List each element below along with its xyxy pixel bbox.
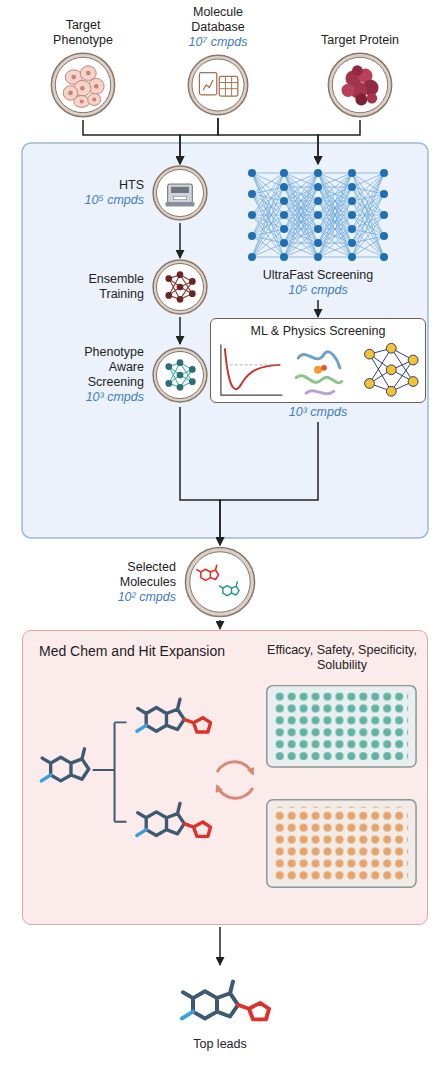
cycle-arrows bbox=[217, 762, 253, 798]
flow-arrow bbox=[218, 118, 318, 164]
node-label: HTS bbox=[64, 178, 144, 193]
compound-count: 10⁷ cmpds bbox=[178, 35, 258, 50]
label-group: Ensemble Training bbox=[64, 272, 144, 302]
node-label: Top leads bbox=[170, 1037, 270, 1052]
ultrafast-network: UltraFast Screening10⁵ cmpds bbox=[238, 165, 398, 265]
flow-arrow bbox=[83, 120, 180, 164]
small-network-icon bbox=[365, 343, 419, 396]
phenotype-network-icon bbox=[165, 359, 195, 390]
branch-bracket bbox=[93, 722, 127, 821]
node-label: ML & Physics Screening bbox=[211, 324, 425, 339]
well-plate bbox=[267, 800, 416, 887]
flow-arrow bbox=[180, 407, 220, 545]
flow-arrow bbox=[179, 223, 181, 258]
selected-circle-outline bbox=[184, 546, 256, 618]
phenotype-circle: Target Phenotype bbox=[50, 52, 116, 118]
flow-arrow bbox=[220, 422, 318, 545]
node-label: Efficacy, Safety, Specificity, Solubilit… bbox=[267, 643, 417, 673]
database-circle: Molecule Database10⁷ cmpds bbox=[187, 54, 249, 116]
hts-circle: HTS10⁵ cmpds bbox=[152, 165, 208, 221]
label-group: ML & Physics Screening bbox=[211, 324, 425, 339]
compound-count: 10² cmpds bbox=[96, 590, 176, 605]
label-group: UltraFast Screening10⁵ cmpds bbox=[243, 268, 393, 298]
screening-panel bbox=[22, 143, 428, 538]
label-group: HTS10⁵ cmpds bbox=[64, 178, 144, 208]
compound-count: 10³ cmpds bbox=[64, 390, 144, 405]
label-group: Target Phenotype bbox=[43, 18, 123, 48]
protein-circle: Target Protein bbox=[327, 52, 393, 118]
flow-arrow bbox=[179, 317, 181, 344]
node-label: Molecule Database bbox=[178, 5, 258, 35]
molecule-sketch bbox=[197, 565, 219, 580]
molecule-sketch bbox=[137, 699, 211, 732]
hts-circle-outline bbox=[152, 165, 208, 221]
ensemble-circle-outline bbox=[152, 259, 208, 315]
compound-count: 10⁵ cmpds bbox=[64, 193, 144, 208]
label-group: Med Chem and Hit Expansion bbox=[39, 643, 225, 660]
flow-arrow bbox=[317, 300, 319, 317]
flow-arrow bbox=[318, 120, 360, 164]
well-plate bbox=[267, 686, 416, 767]
ultrafast-network-outline bbox=[238, 165, 398, 265]
node-label: Target Protein bbox=[320, 33, 400, 48]
label-group: Selected Molecules10² cmpds bbox=[96, 560, 176, 605]
label-group: Target Protein bbox=[320, 33, 400, 48]
protein-ribbon bbox=[296, 352, 342, 394]
med-chem-panel: Med Chem and Hit Expansion Efficacy, Safe… bbox=[22, 630, 428, 925]
ensemble-circle: Ensemble Training bbox=[152, 259, 208, 315]
molecule-sketch bbox=[41, 749, 88, 781]
selected-circle: Selected Molecules10² cmpds bbox=[184, 546, 256, 618]
med-chem-panel-outline bbox=[23, 631, 427, 924]
label-group: Molecule Database10⁷ cmpds bbox=[178, 5, 258, 50]
cell-cluster-icon bbox=[63, 66, 104, 108]
label-group: Top leads bbox=[170, 1037, 270, 1052]
molecule-sketch bbox=[219, 582, 239, 596]
flow-arrow bbox=[219, 927, 221, 965]
node-label: Phenotype Aware Screening bbox=[64, 345, 144, 390]
ensemble-network-icon bbox=[165, 271, 195, 302]
phenotype-aware-circle-outline bbox=[152, 347, 208, 403]
label-group: 10³ cmpds bbox=[268, 405, 368, 420]
top-leads-molecule-outline bbox=[165, 966, 275, 1034]
molecule-sketch bbox=[182, 982, 269, 1020]
compound-count: 10³ cmpds bbox=[268, 405, 368, 420]
hts-machine-icon bbox=[165, 184, 194, 206]
node-label: Target Phenotype bbox=[43, 18, 123, 48]
flow-arrow bbox=[180, 118, 218, 164]
flow-arrow bbox=[219, 620, 221, 629]
node-label: UltraFast Screening bbox=[243, 268, 393, 283]
top-leads-molecule: Top leads bbox=[165, 966, 275, 1034]
phenotype-aware-circle: Phenotype Aware Screening10³ cmpds bbox=[152, 347, 208, 403]
energy-plot bbox=[221, 344, 282, 395]
compound-count: 10⁵ cmpds bbox=[243, 283, 393, 298]
molecule-sketch bbox=[137, 803, 211, 836]
node-label: Med Chem and Hit Expansion bbox=[39, 643, 225, 660]
ml-physics-box: ML & Physics Screening10³ cmpds bbox=[210, 318, 426, 403]
protein-circle-outline bbox=[327, 52, 393, 118]
node-label: Selected Molecules bbox=[96, 560, 176, 590]
node-label: Ensemble Training bbox=[64, 272, 144, 302]
phenotype-circle-outline bbox=[50, 52, 116, 118]
protein-icon bbox=[342, 65, 379, 105]
database-icon bbox=[199, 73, 237, 97]
neural-network-icon bbox=[248, 169, 388, 261]
database-circle-outline bbox=[187, 54, 249, 116]
label-group: Efficacy, Safety, Specificity, Solubilit… bbox=[267, 643, 417, 673]
label-group: Phenotype Aware Screening10³ cmpds bbox=[64, 345, 144, 405]
